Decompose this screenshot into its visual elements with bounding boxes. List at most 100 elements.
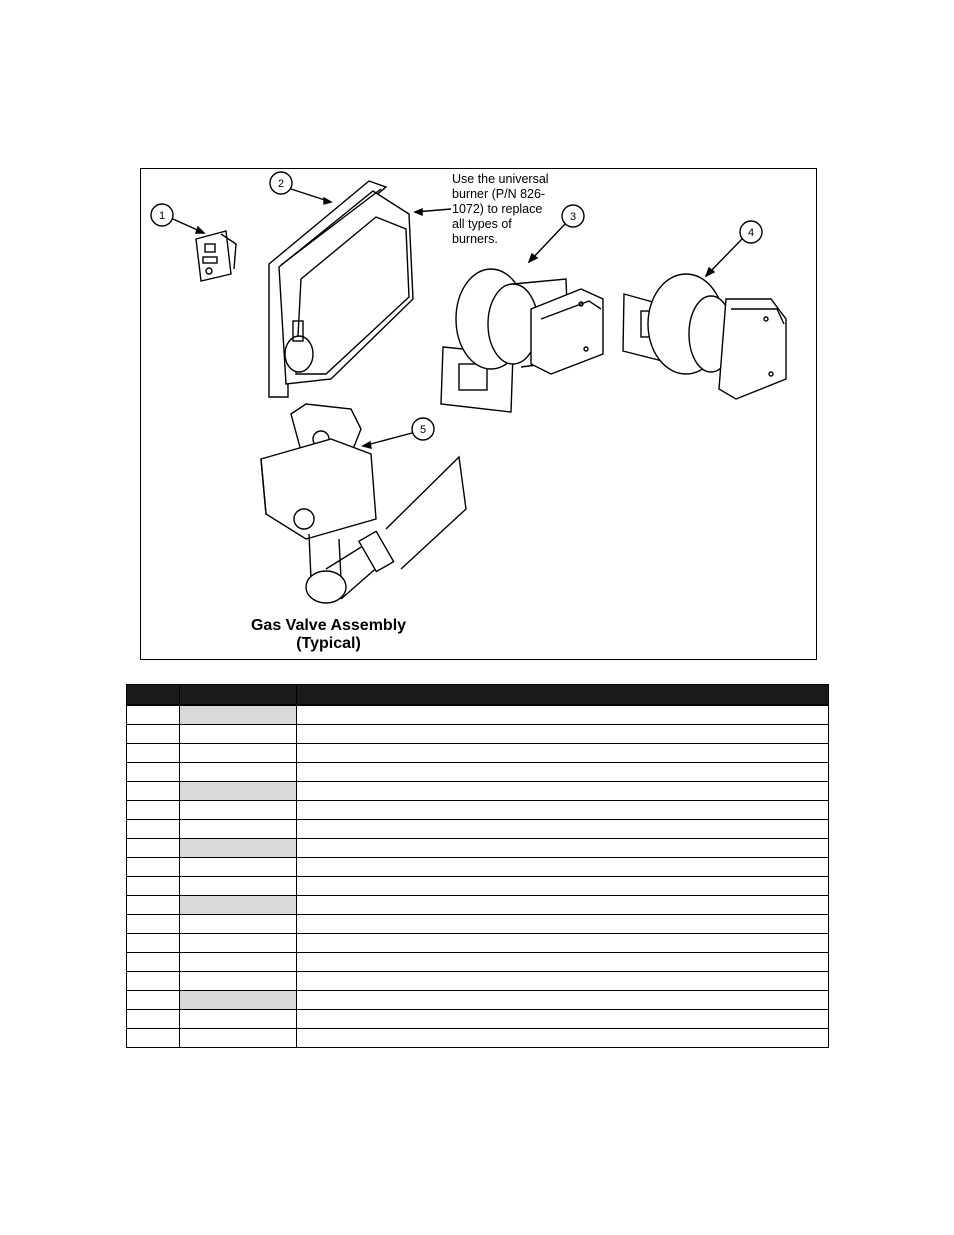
item-cell xyxy=(126,781,180,801)
part-number-cell xyxy=(179,1009,297,1029)
description-cell xyxy=(296,914,829,934)
part-number-cell xyxy=(179,952,297,972)
part-3-blower-icon xyxy=(440,268,604,413)
table-row xyxy=(126,762,829,782)
table-row xyxy=(126,819,829,839)
callout-5 xyxy=(361,417,435,449)
description-cell xyxy=(296,724,829,744)
figure-caption: Gas Valve Assembly (Typical) xyxy=(241,617,416,653)
description-cell xyxy=(296,762,829,782)
header-description xyxy=(296,684,829,706)
item-cell xyxy=(126,857,180,877)
item-cell xyxy=(126,724,180,744)
item-cell xyxy=(126,743,180,763)
callout-4 xyxy=(704,220,763,278)
description-cell xyxy=(296,1028,829,1048)
item-cell xyxy=(126,914,180,934)
part-1-bracket-icon xyxy=(195,230,237,282)
part-number-cell xyxy=(179,838,297,858)
table-row xyxy=(126,1028,829,1048)
item-cell xyxy=(126,933,180,953)
universal-burner-note: Use the universal burner (P/N 826- 1072)… xyxy=(452,172,562,247)
callout-1 xyxy=(150,203,206,234)
callout-2 xyxy=(269,171,333,205)
item-cell xyxy=(126,704,180,725)
callout-3-label: 3 xyxy=(570,211,576,223)
part-number-cell xyxy=(179,781,297,801)
part-number-cell xyxy=(179,933,297,953)
note-leader xyxy=(413,207,452,217)
item-cell xyxy=(126,800,180,820)
table-row xyxy=(126,971,829,991)
table-row xyxy=(126,724,829,744)
description-cell xyxy=(296,857,829,877)
item-cell xyxy=(126,952,180,972)
callout-5-label: 5 xyxy=(420,424,426,436)
part-number-cell xyxy=(179,876,297,896)
part-number-cell xyxy=(179,724,297,744)
table-row xyxy=(126,876,829,896)
description-cell xyxy=(296,819,829,839)
description-cell xyxy=(296,971,829,991)
item-cell xyxy=(126,971,180,991)
table-row xyxy=(126,743,829,763)
description-cell xyxy=(296,990,829,1010)
header-item xyxy=(126,684,180,706)
part-number-cell xyxy=(179,895,297,915)
part-number-cell xyxy=(179,762,297,782)
table-header-row xyxy=(126,684,829,706)
table-row xyxy=(126,990,829,1010)
description-cell xyxy=(296,743,829,763)
table-row xyxy=(126,933,829,953)
table-row xyxy=(126,800,829,820)
part-number-cell xyxy=(179,704,297,725)
item-cell xyxy=(126,838,180,858)
table-row xyxy=(126,1009,829,1029)
part-number-cell xyxy=(179,743,297,763)
part-5-gas-valve-icon xyxy=(260,403,467,604)
table-row xyxy=(126,952,829,972)
table-row xyxy=(126,914,829,934)
caption-subtitle: (Typical) xyxy=(296,635,361,652)
description-cell xyxy=(296,781,829,801)
table-body xyxy=(126,704,829,1048)
table-row xyxy=(126,838,829,858)
item-cell xyxy=(126,819,180,839)
part-number-cell xyxy=(179,990,297,1010)
part-4-blower-icon xyxy=(622,273,787,400)
description-cell xyxy=(296,1009,829,1029)
caption-title: Gas Valve Assembly xyxy=(250,617,407,634)
description-cell xyxy=(296,800,829,820)
item-cell xyxy=(126,990,180,1010)
part-number-cell xyxy=(179,857,297,877)
callout-2-label: 2 xyxy=(278,178,284,190)
note-line: burners. xyxy=(452,232,498,246)
note-line: all types of xyxy=(452,217,512,231)
parts-illustration: 1 2 3 4 5 xyxy=(150,171,787,604)
callout-1-label: 1 xyxy=(159,210,165,222)
parts-figure: 1 2 3 4 5 Use the universal burner (P/N … xyxy=(140,168,817,660)
table-row xyxy=(126,857,829,877)
item-cell xyxy=(126,1009,180,1029)
item-cell xyxy=(126,762,180,782)
description-cell xyxy=(296,838,829,858)
table-row xyxy=(126,704,829,725)
header-part-number xyxy=(179,684,297,706)
note-line: 1072) to replace xyxy=(452,202,543,216)
description-cell xyxy=(296,876,829,896)
item-cell xyxy=(126,876,180,896)
description-cell xyxy=(296,895,829,915)
parts-table xyxy=(126,684,829,1048)
part-2-burner-plate-icon xyxy=(268,180,414,398)
item-cell xyxy=(126,1028,180,1048)
callout-4-label: 4 xyxy=(748,227,754,239)
part-number-cell xyxy=(179,971,297,991)
note-line: burner (P/N 826- xyxy=(452,187,546,201)
callout-3 xyxy=(527,204,585,264)
description-cell xyxy=(296,952,829,972)
part-number-cell xyxy=(179,819,297,839)
note-line: Use the universal xyxy=(452,172,549,186)
part-number-cell xyxy=(179,1028,297,1048)
table-row xyxy=(126,781,829,801)
table-row xyxy=(126,895,829,915)
